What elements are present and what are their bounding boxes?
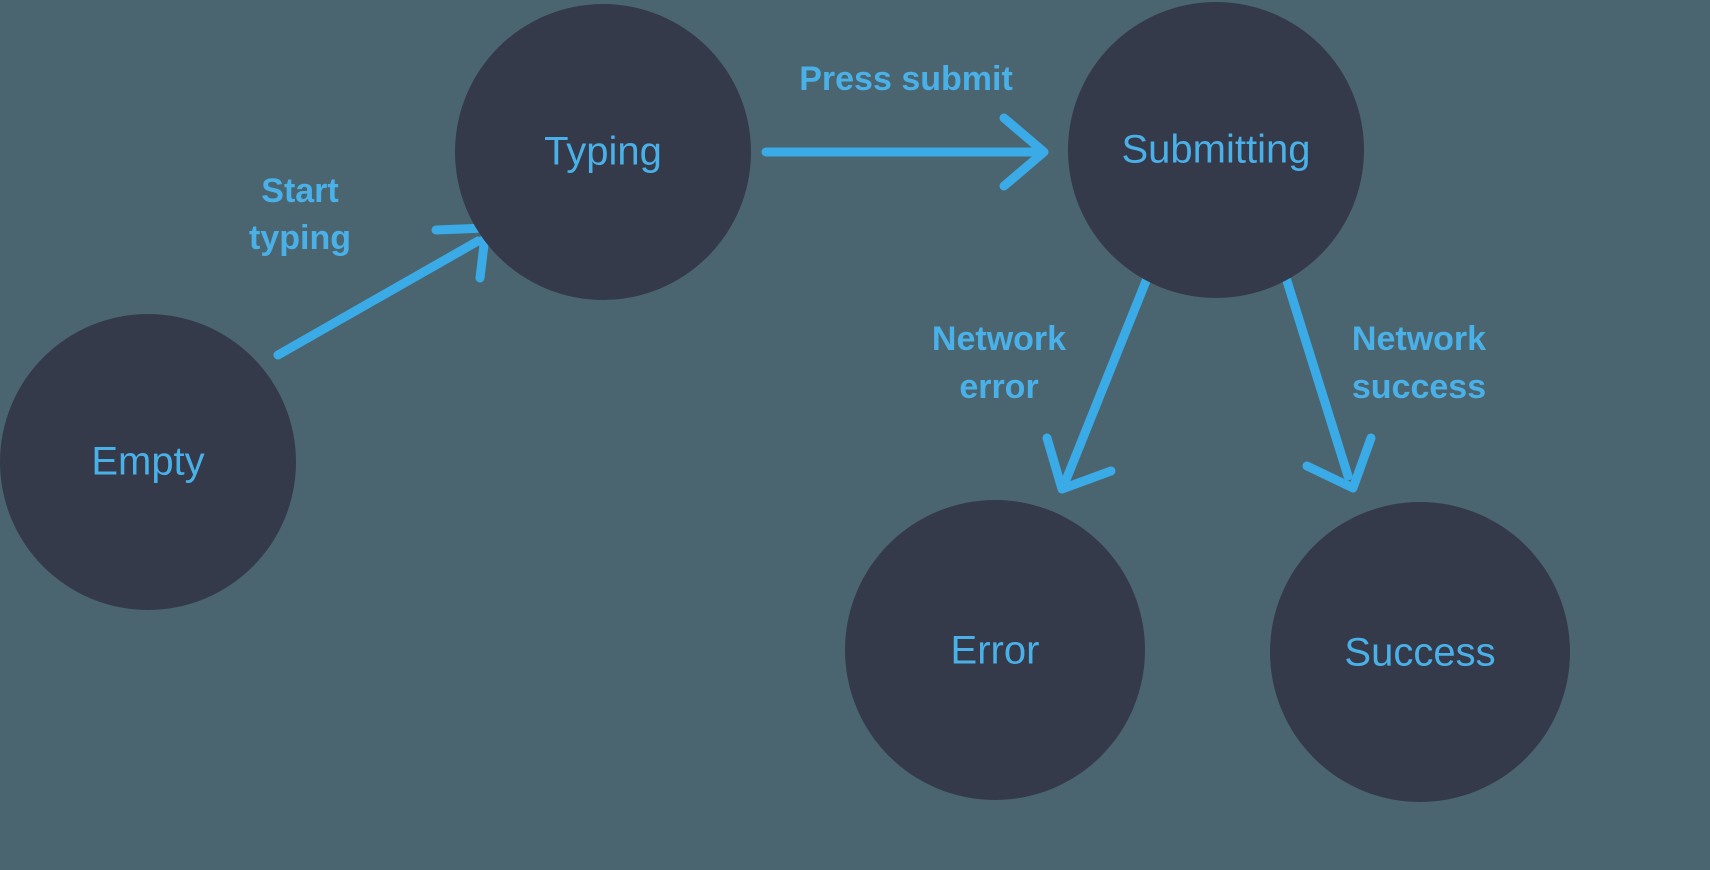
success-state-circle[interactable]: [1270, 502, 1570, 802]
press-submit-arrow-head-icon: [999, 113, 1049, 191]
state-node-empty[interactable]: Empty: [0, 314, 296, 610]
empty-state-label: Empty: [91, 440, 204, 484]
network-error-label-line-1: Network: [932, 320, 1066, 358]
transition-press-submit: Press submit: [761, 60, 1049, 191]
submitting-state-circle[interactable]: [1068, 2, 1364, 298]
network-error-label-line-2: error: [959, 368, 1038, 406]
typing-state-circle[interactable]: [455, 4, 751, 300]
start-typing-label-line-1: Start: [261, 172, 338, 210]
submitting-state-label: Submitting: [1122, 128, 1311, 172]
typing-state-label: Typing: [544, 130, 662, 174]
network-error-arrow-line: [1061, 276, 1151, 485]
network-success-arrow-line: [1282, 276, 1353, 481]
success-state-label: Success: [1344, 631, 1495, 675]
network-success-label-line-2: success: [1352, 368, 1486, 406]
start-typing-label-line-2: typing: [249, 219, 351, 257]
press-submit-label: Press submit: [799, 60, 1013, 98]
empty-state-circle[interactable]: [0, 314, 296, 610]
network-error-arrow-head-icon: [1042, 433, 1116, 494]
state-node-success[interactable]: Success: [1270, 502, 1570, 802]
transition-network-success: Network success: [1282, 276, 1486, 493]
network-success-arrow-head-icon: [1302, 433, 1376, 493]
error-state-label: Error: [951, 629, 1040, 673]
network-success-label-line-1: Network: [1352, 320, 1486, 358]
transition-network-error: Network error: [932, 276, 1151, 494]
state-node-error[interactable]: Error: [845, 500, 1145, 800]
state-node-typing[interactable]: Typing: [455, 4, 751, 300]
error-state-circle[interactable]: [845, 500, 1145, 800]
transition-start-typing: Start typing: [249, 172, 491, 360]
start-typing-arrow-line: [273, 236, 483, 360]
state-node-submitting[interactable]: Submitting: [1068, 2, 1364, 298]
